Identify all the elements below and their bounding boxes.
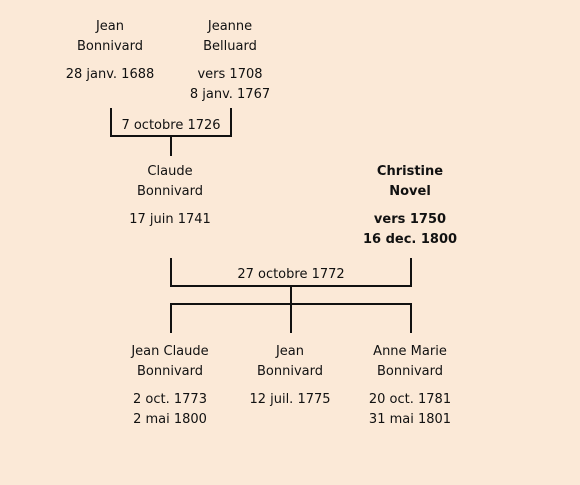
birth-date: vers 1708 — [197, 67, 263, 82]
first-name: Claude — [147, 164, 193, 179]
marriage-line-left — [110, 108, 112, 137]
person-jeanne-belluard: Jeanne Belluard vers 1708 8 janv. 1767 — [155, 17, 305, 105]
last-name: Bonnivard — [257, 364, 323, 379]
child-line-middle — [290, 303, 292, 333]
marriage-line-bottom — [110, 135, 232, 137]
first-name: Jeanne — [207, 19, 253, 34]
person-anne-marie-bonnivard: Anne Marie Bonnivard 20 oct. 1781 31 mai… — [335, 342, 485, 430]
child-line-left — [170, 303, 172, 333]
descent-line-claude — [170, 137, 172, 156]
first-name: Jean Claude — [131, 344, 209, 359]
last-name: Bonnivard — [77, 39, 143, 54]
first-name: Anne Marie — [373, 344, 447, 359]
marriage-date-1772: 27 octobre 1772 — [237, 267, 345, 282]
marriage-line-left — [170, 258, 172, 287]
first-name: Jean — [275, 344, 305, 359]
person-jean-bonnivard-1688: Jean Bonnivard 28 janv. 1688 — [35, 17, 185, 85]
descent-line-trunk — [290, 287, 292, 304]
death-date: 2 mai 1800 — [133, 412, 207, 427]
death-date: 8 janv. 1767 — [189, 87, 271, 102]
birth-date: 12 juil. 1775 — [249, 392, 331, 407]
death-date: 31 mai 1801 — [368, 412, 452, 427]
first-name: Jean — [95, 19, 125, 34]
last-name: Bonnivard — [137, 364, 203, 379]
death-date: 16 dec. 1800 — [362, 232, 458, 247]
birth-date: 17 juin 1741 — [129, 212, 211, 227]
person-christine-novel: Christine Novel vers 1750 16 dec. 1800 — [335, 162, 485, 250]
birth-date: vers 1750 — [373, 212, 447, 227]
person-jean-claude-bonnivard: Jean Claude Bonnivard 2 oct. 1773 2 mai … — [95, 342, 245, 430]
birth-date: 20 oct. 1781 — [368, 392, 452, 407]
marriage-line-right — [230, 108, 232, 137]
birth-date: 2 oct. 1773 — [133, 392, 207, 407]
marriage-date-1726: 7 octobre 1726 — [121, 118, 221, 133]
person-claude-bonnivard: Claude Bonnivard 17 juin 1741 — [95, 162, 245, 230]
first-name: Christine — [376, 164, 444, 179]
last-name: Bonnivard — [377, 364, 443, 379]
last-name: Bonnivard — [137, 184, 203, 199]
person-jean-bonnivard-1775: Jean Bonnivard 12 juil. 1775 — [215, 342, 365, 410]
last-name: Belluard — [203, 39, 257, 54]
child-line-right — [410, 303, 412, 333]
last-name: Novel — [389, 184, 431, 199]
marriage-line-bottom — [170, 285, 412, 287]
birth-date: 28 janv. 1688 — [65, 67, 155, 82]
marriage-line-right — [410, 258, 412, 287]
